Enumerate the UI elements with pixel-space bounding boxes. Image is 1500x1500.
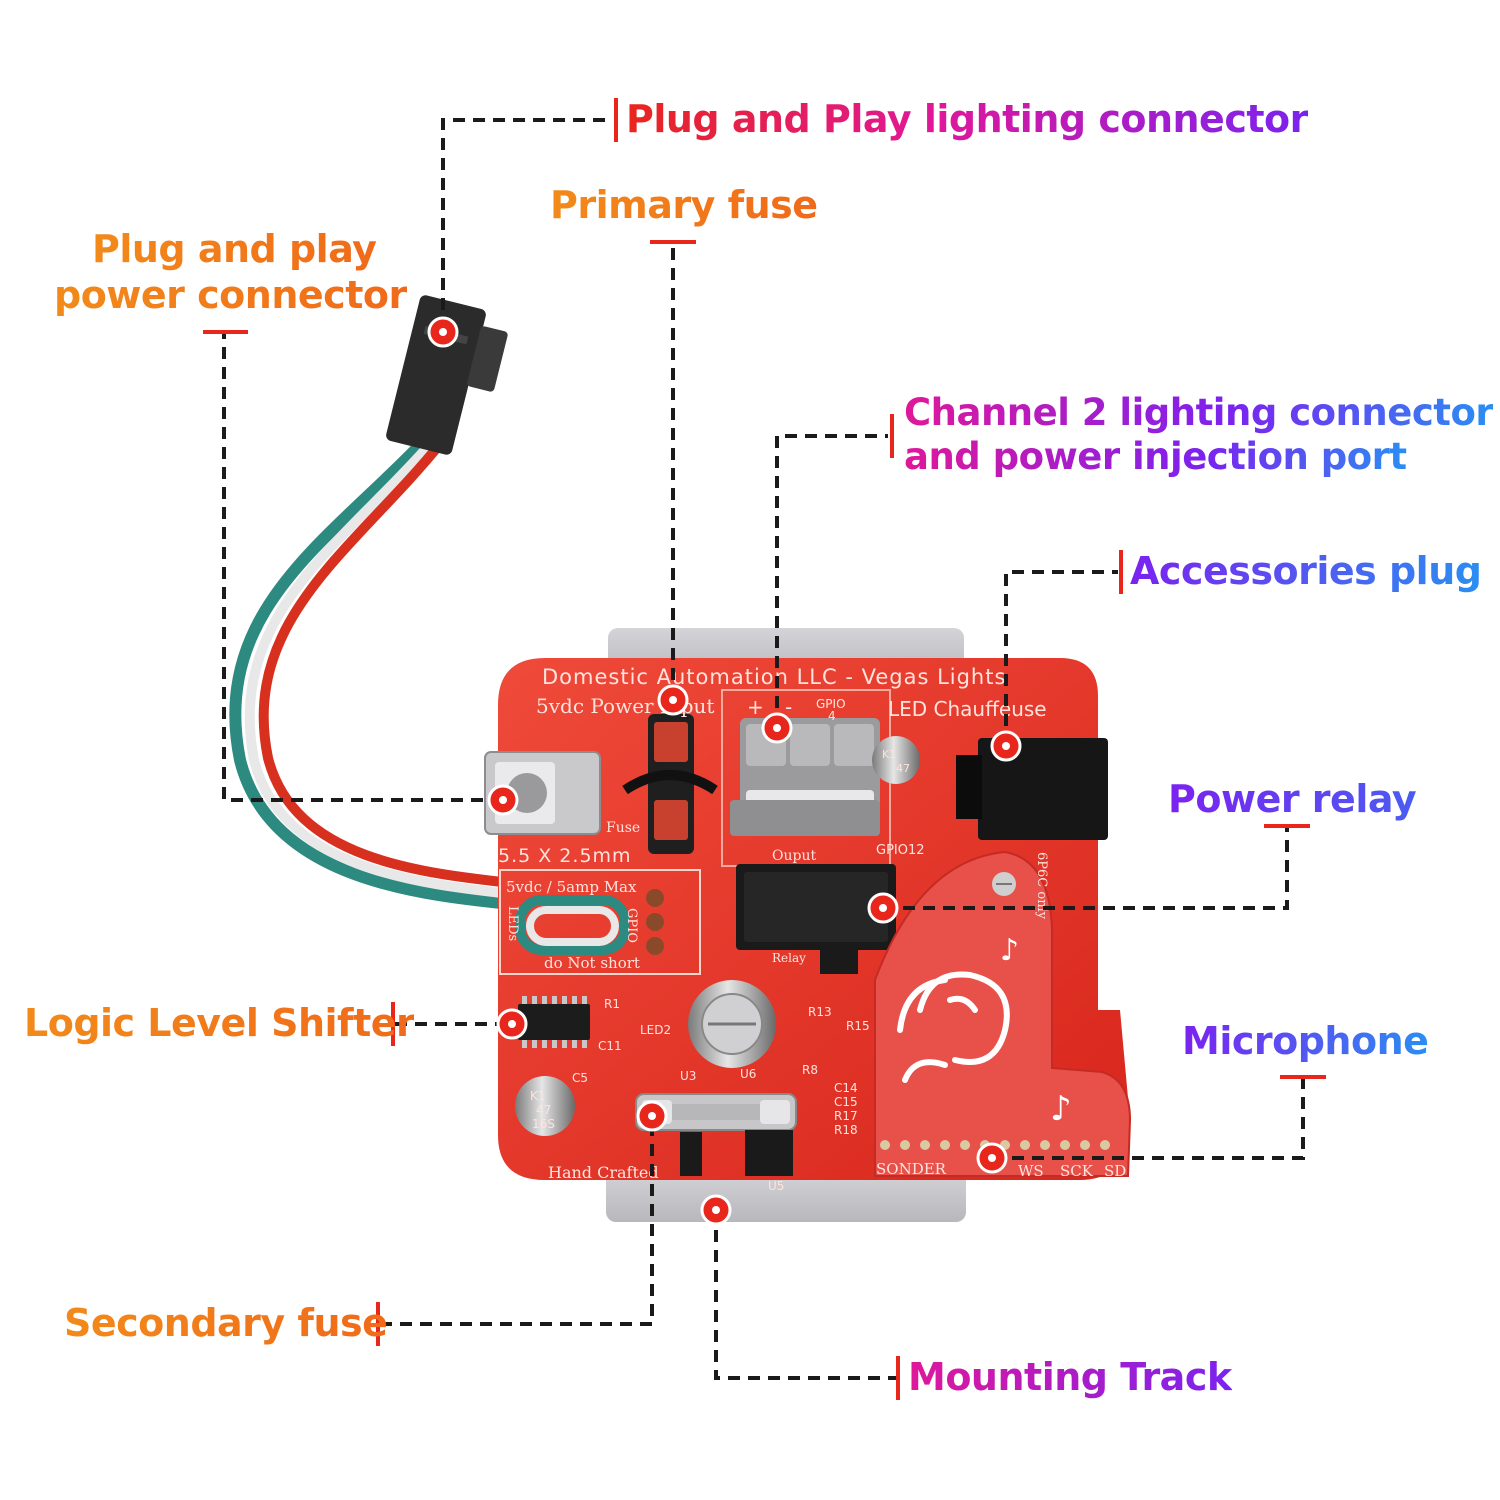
dot-secondary-fuse — [636, 1100, 668, 1132]
rj-jack — [956, 738, 1108, 840]
leader-channel2 — [775, 434, 888, 728]
leader-power-relay — [883, 828, 1289, 910]
dot-power-connector — [487, 784, 519, 816]
silk-u5: U5 — [768, 1179, 784, 1193]
silk-hand-crafted: Hand Crafted — [548, 1163, 659, 1182]
silk-leds: LEDs — [505, 906, 520, 941]
small-capacitor-bottom: K1 47 16S — [515, 1076, 575, 1136]
dot-lighting-connector — [427, 316, 459, 348]
label-secondary-fuse: Secondary fuse — [64, 1301, 388, 1345]
silk-r17: R17 — [834, 1109, 858, 1123]
dot-accessories — [990, 730, 1022, 762]
dot-channel2 — [761, 712, 793, 744]
led-plug-wires — [515, 889, 664, 955]
microphone-breakout: ♪ ♪ — [874, 850, 1132, 1177]
silkscreen: Domestic Automation LLC - Vegas Lights 5… — [498, 665, 1126, 1193]
label-ticks — [203, 98, 1326, 1400]
silk-fuse: Fuse — [606, 820, 640, 836]
silk-rating: 5vdc / 5amp Max — [506, 878, 637, 896]
silk-c15: C15 — [834, 1095, 858, 1109]
silk-led2: LED2 — [640, 1023, 671, 1037]
large-capacitor — [688, 980, 776, 1068]
cap-bottom-label: K1 — [530, 1089, 546, 1103]
target-dots — [427, 316, 1022, 1226]
relay — [736, 864, 896, 950]
silk-output: Ouput — [772, 848, 816, 864]
silk-gpio: GPIO — [624, 908, 639, 943]
dot-logic-shifter — [496, 1008, 528, 1040]
dot-mounting-track — [700, 1194, 732, 1226]
label-primary-fuse: Primary fuse — [550, 183, 818, 227]
silk-rj-note: 6P6C only — [1034, 852, 1049, 920]
label-logic-level-shifter: Logic Level Shifter — [24, 1001, 415, 1045]
silk-sck: SCK — [1060, 1162, 1094, 1180]
label-plug-play-lighting: Plug and Play lighting connector — [626, 97, 1308, 141]
silk-r1: R1 — [604, 997, 620, 1011]
power-cable — [229, 434, 526, 911]
leader-microphone — [992, 1078, 1305, 1160]
silk-gpio12: GPIO12 — [876, 843, 925, 858]
small-capacitor-top: K1 47 — [872, 736, 920, 784]
silk-barrel-size: 5.5 X 2.5mm — [498, 845, 632, 867]
level-shifter-ic — [518, 996, 590, 1048]
leader-lighting-connector — [441, 118, 612, 330]
dot-microphone — [976, 1142, 1008, 1174]
label-accessories-plug: Accessories plug — [1130, 549, 1482, 593]
silk-sonder: SONDER — [876, 1160, 947, 1178]
label-power-relay: Power relay — [1168, 777, 1417, 821]
dot-power-relay — [867, 892, 899, 924]
primary-fuse — [622, 714, 718, 854]
silk-c11: C11 — [598, 1039, 622, 1053]
silk-u3: U3 — [680, 1069, 696, 1083]
silk-ws: WS — [1018, 1162, 1044, 1180]
label-channel2-1: Channel 2 lighting connector — [904, 391, 1494, 434]
silk-u6: U6 — [740, 1067, 756, 1081]
silk-c5: C5 — [572, 1071, 588, 1085]
silk-gpio4-num: 4 — [828, 709, 836, 723]
leader-accessories — [1004, 570, 1118, 746]
terminal-block — [730, 718, 880, 836]
silk-r13: R13 — [808, 1005, 832, 1019]
barrel-jack — [484, 751, 601, 835]
label-mounting-track: Mounting Track — [908, 1355, 1232, 1399]
silk-r8: R8 — [802, 1063, 818, 1077]
silk-plus: + — [747, 695, 764, 719]
dot-primary-fuse — [657, 684, 689, 716]
silk-c14: C14 — [834, 1081, 858, 1095]
regulators — [680, 950, 858, 1176]
silk-gpio4: GPIO — [816, 697, 846, 711]
label-plug-play-power-2: power connector — [54, 273, 407, 317]
silk-relay: Relay — [772, 951, 806, 965]
cap-bottom-rating: 16S — [532, 1117, 555, 1131]
cap-top-value: 47 — [896, 762, 910, 775]
silk-r15: R15 — [846, 1019, 870, 1033]
silk-sd: SD — [1104, 1162, 1126, 1180]
label-channel2-2: and power injection port — [904, 435, 1407, 478]
silk-product: LED Chauffeuse — [888, 697, 1047, 721]
cap-bottom-value: 47 — [536, 1103, 551, 1117]
label-microphone: Microphone — [1182, 1019, 1429, 1063]
leader-secondary-fuse — [380, 1116, 654, 1326]
secondary-fuse — [635, 1093, 797, 1131]
silk-minus: - — [785, 695, 792, 719]
cap-top-label: K1 — [882, 748, 896, 761]
silk-company: Domestic Automation LLC - Vegas Lights — [542, 665, 1006, 689]
music-note-icon: ♪ — [1000, 933, 1019, 968]
leader-power-connector — [222, 334, 503, 802]
silk-r18: R18 — [834, 1123, 858, 1137]
leader-mounting-track — [714, 1210, 896, 1380]
label-plug-play-power-1: Plug and play — [92, 227, 377, 271]
silk-do-not-short: do Not short — [544, 954, 640, 972]
leader-lines — [222, 118, 1305, 1380]
music-note-icon-2: ♪ — [1050, 1089, 1072, 1129]
